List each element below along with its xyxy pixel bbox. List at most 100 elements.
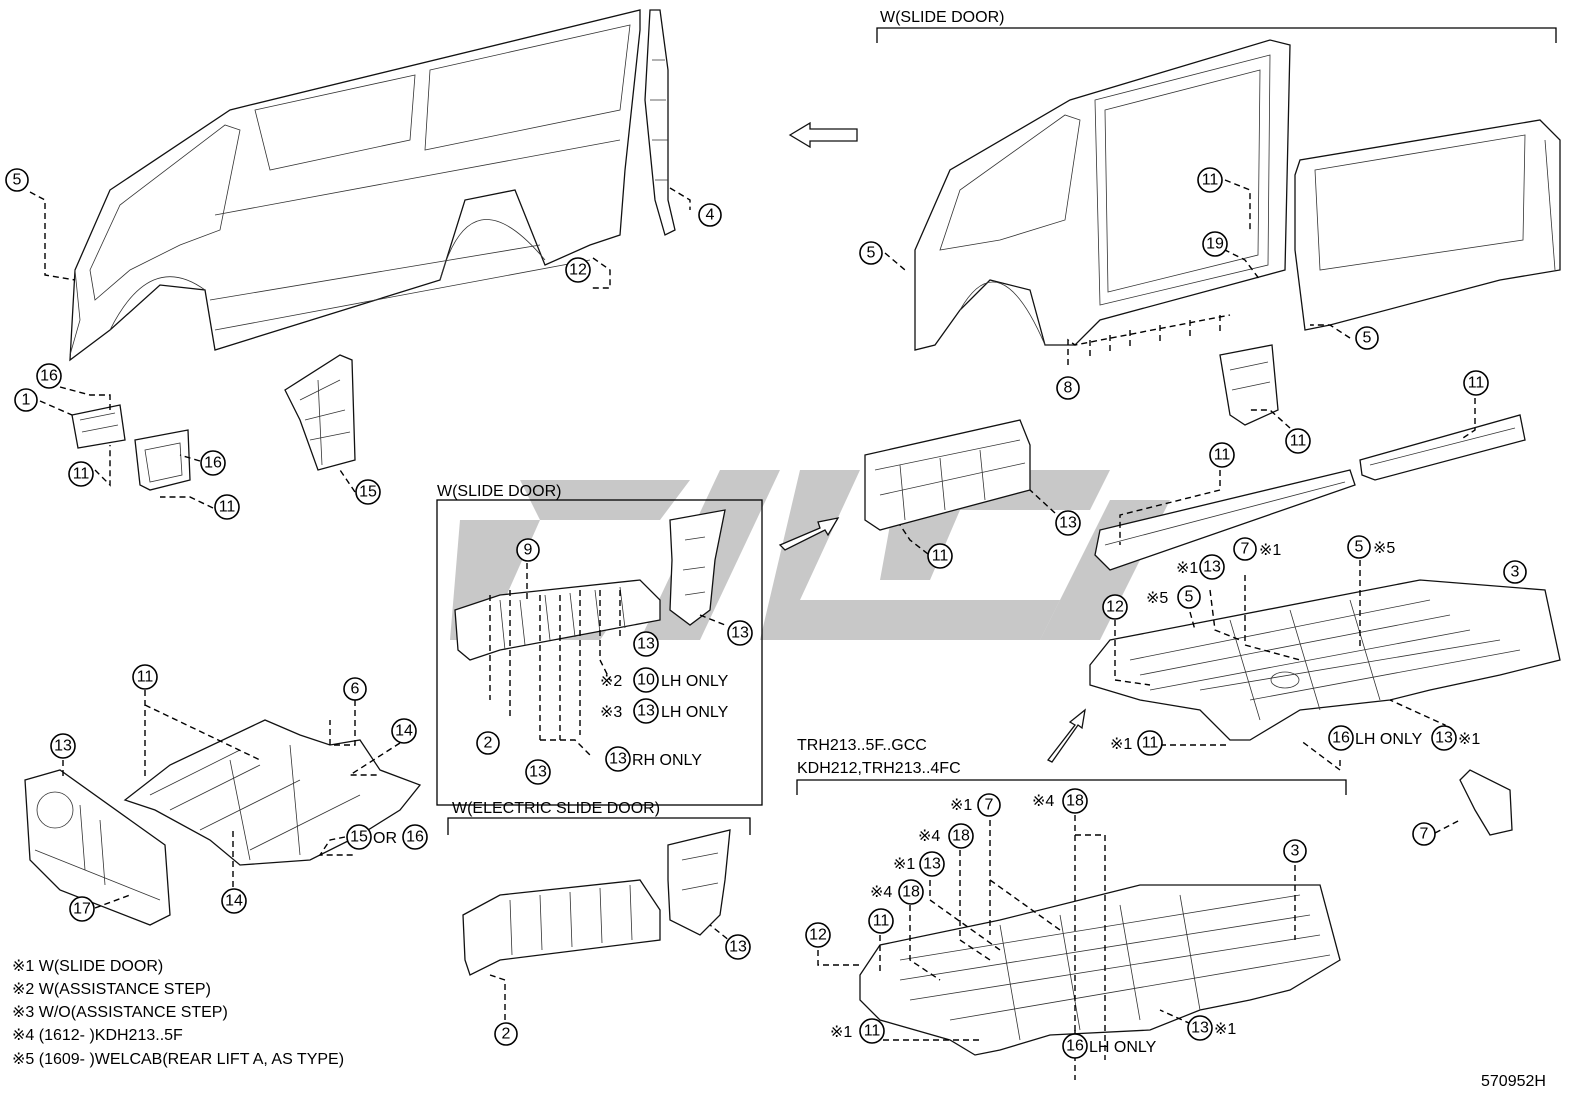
svg-text:13: 13	[1435, 730, 1453, 747]
svg-text:11: 11	[1202, 172, 1219, 189]
callout-2: 2	[494, 1022, 518, 1046]
inset-electric-rocker	[462, 879, 661, 976]
svg-text:5: 5	[1363, 330, 1372, 347]
bracket-part-11-mid	[1219, 344, 1279, 426]
svg-text:7: 7	[985, 797, 994, 814]
svg-text:18: 18	[902, 884, 920, 901]
callout-13: 13	[1187, 1015, 1213, 1041]
dash-panel-17	[24, 769, 171, 926]
lh-only-label: LH ONLY	[1355, 731, 1423, 748]
svg-text:11: 11	[1142, 735, 1159, 752]
rear-quarter-panel	[1294, 119, 1561, 331]
svg-text:13: 13	[637, 703, 655, 720]
note-x1: ※1	[893, 856, 915, 873]
callout-11: 11	[1209, 442, 1235, 468]
svg-text:2: 2	[502, 1026, 511, 1043]
arrow-up-right-1	[778, 517, 840, 551]
svg-text:5: 5	[1185, 589, 1194, 606]
header-top-right: W(SLIDE DOOR)	[880, 9, 1004, 26]
callout-13: 13	[633, 698, 659, 724]
note-x1: ※1	[1259, 542, 1281, 559]
callout-15: 15	[355, 479, 381, 505]
callout-11: 11	[68, 461, 94, 487]
callout-16: 16	[200, 450, 226, 476]
svg-text:13: 13	[1191, 1020, 1209, 1037]
callout-13: 13	[727, 620, 753, 646]
svg-text:2: 2	[484, 735, 493, 752]
note-x5: ※5	[1146, 590, 1168, 607]
callout-7: 7	[1233, 537, 1257, 561]
svg-text:16: 16	[40, 368, 58, 385]
callout-13: 13	[50, 733, 76, 759]
svg-text:18: 18	[952, 828, 970, 845]
svg-text:17: 17	[73, 901, 91, 918]
svg-text:11: 11	[219, 499, 236, 516]
callout-11: 11	[132, 664, 158, 690]
footnote-3: ※3 W/O(ASSISTANCE STEP)	[12, 1004, 228, 1021]
svg-text:13: 13	[1203, 559, 1221, 576]
footnote-4: ※4 (1612- )KDH213..5F	[12, 1027, 183, 1044]
rh-only-label: RH ONLY	[632, 752, 702, 769]
note-x1: ※1	[1214, 1021, 1236, 1038]
callout-19: 19	[1202, 231, 1228, 257]
callout-11: 11	[927, 543, 953, 569]
svg-text:16: 16	[204, 455, 222, 472]
bracket-part-7	[1459, 769, 1513, 836]
svg-text:9: 9	[524, 542, 533, 559]
callout-5: 5	[1355, 326, 1379, 350]
callout-16: 16	[1328, 725, 1354, 751]
bracket-top-right	[876, 27, 1557, 43]
svg-text:13: 13	[54, 738, 72, 755]
callout-5: 5	[1177, 585, 1201, 609]
svg-text:13: 13	[637, 636, 655, 653]
svg-text:5: 5	[13, 172, 22, 189]
callout-5: 5	[859, 241, 883, 265]
callout-7: 7	[1412, 822, 1436, 846]
front-floor-pan	[123, 719, 422, 866]
lh-only-label: LH ONLY	[661, 673, 729, 690]
svg-text:18: 18	[1066, 793, 1084, 810]
bracket-variant	[796, 779, 1347, 795]
svg-text:6: 6	[351, 681, 360, 698]
svg-text:19: 19	[1206, 236, 1224, 253]
svg-text:12: 12	[569, 262, 587, 279]
footnote-1: ※1 W(SLIDE DOOR)	[12, 958, 163, 975]
svg-text:7: 7	[1420, 826, 1429, 843]
svg-text:13: 13	[923, 856, 941, 873]
callout-11: 11	[1463, 370, 1489, 396]
callout-11: 11	[1197, 167, 1223, 193]
callout-18: 18	[948, 823, 974, 849]
svg-text:11: 11	[932, 548, 949, 565]
callout-13: 13	[633, 631, 659, 657]
note-x4: ※4	[918, 828, 940, 845]
callout-13: 13	[725, 934, 751, 960]
svg-text:13: 13	[609, 751, 627, 768]
callout-13: 13	[1055, 510, 1081, 536]
callout-16: 16	[1062, 1033, 1088, 1059]
header-inset-slide: W(SLIDE DOOR)	[437, 483, 561, 500]
bracket-part-16-11	[134, 429, 191, 491]
callout-9: 9	[516, 538, 540, 562]
svg-text:14: 14	[225, 893, 243, 910]
note-x1: ※1	[1458, 731, 1480, 748]
note-x1: ※1	[950, 797, 972, 814]
svg-text:15: 15	[359, 484, 377, 501]
callout-3: 3	[1283, 839, 1307, 863]
header-inset-electric: W(ELECTRIC SLIDE DOOR)	[452, 800, 660, 817]
callout-7: 7	[977, 793, 1001, 817]
footnote-5: ※5 (1609- )WELCAB(REAR LIFT A, AS TYPE)	[12, 1051, 344, 1068]
svg-text:5: 5	[1355, 539, 1364, 556]
callout-8: 8	[1056, 376, 1080, 400]
svg-text:4: 4	[706, 207, 715, 224]
callout-18: 18	[1062, 788, 1088, 814]
text-labels: W(SLIDE DOOR) W(SLIDE DOOR) W(ELECTRIC S…	[12, 9, 1546, 1090]
callout-15: 15	[346, 824, 372, 850]
leader-lines	[29, 179, 1476, 1080]
note-x1: ※1	[830, 1024, 852, 1041]
callout-10: 10	[633, 667, 659, 693]
svg-text:13: 13	[1059, 515, 1077, 532]
callout-16: 16	[36, 363, 62, 389]
svg-text:11: 11	[1290, 433, 1307, 450]
callout-11: 11	[1285, 428, 1311, 454]
